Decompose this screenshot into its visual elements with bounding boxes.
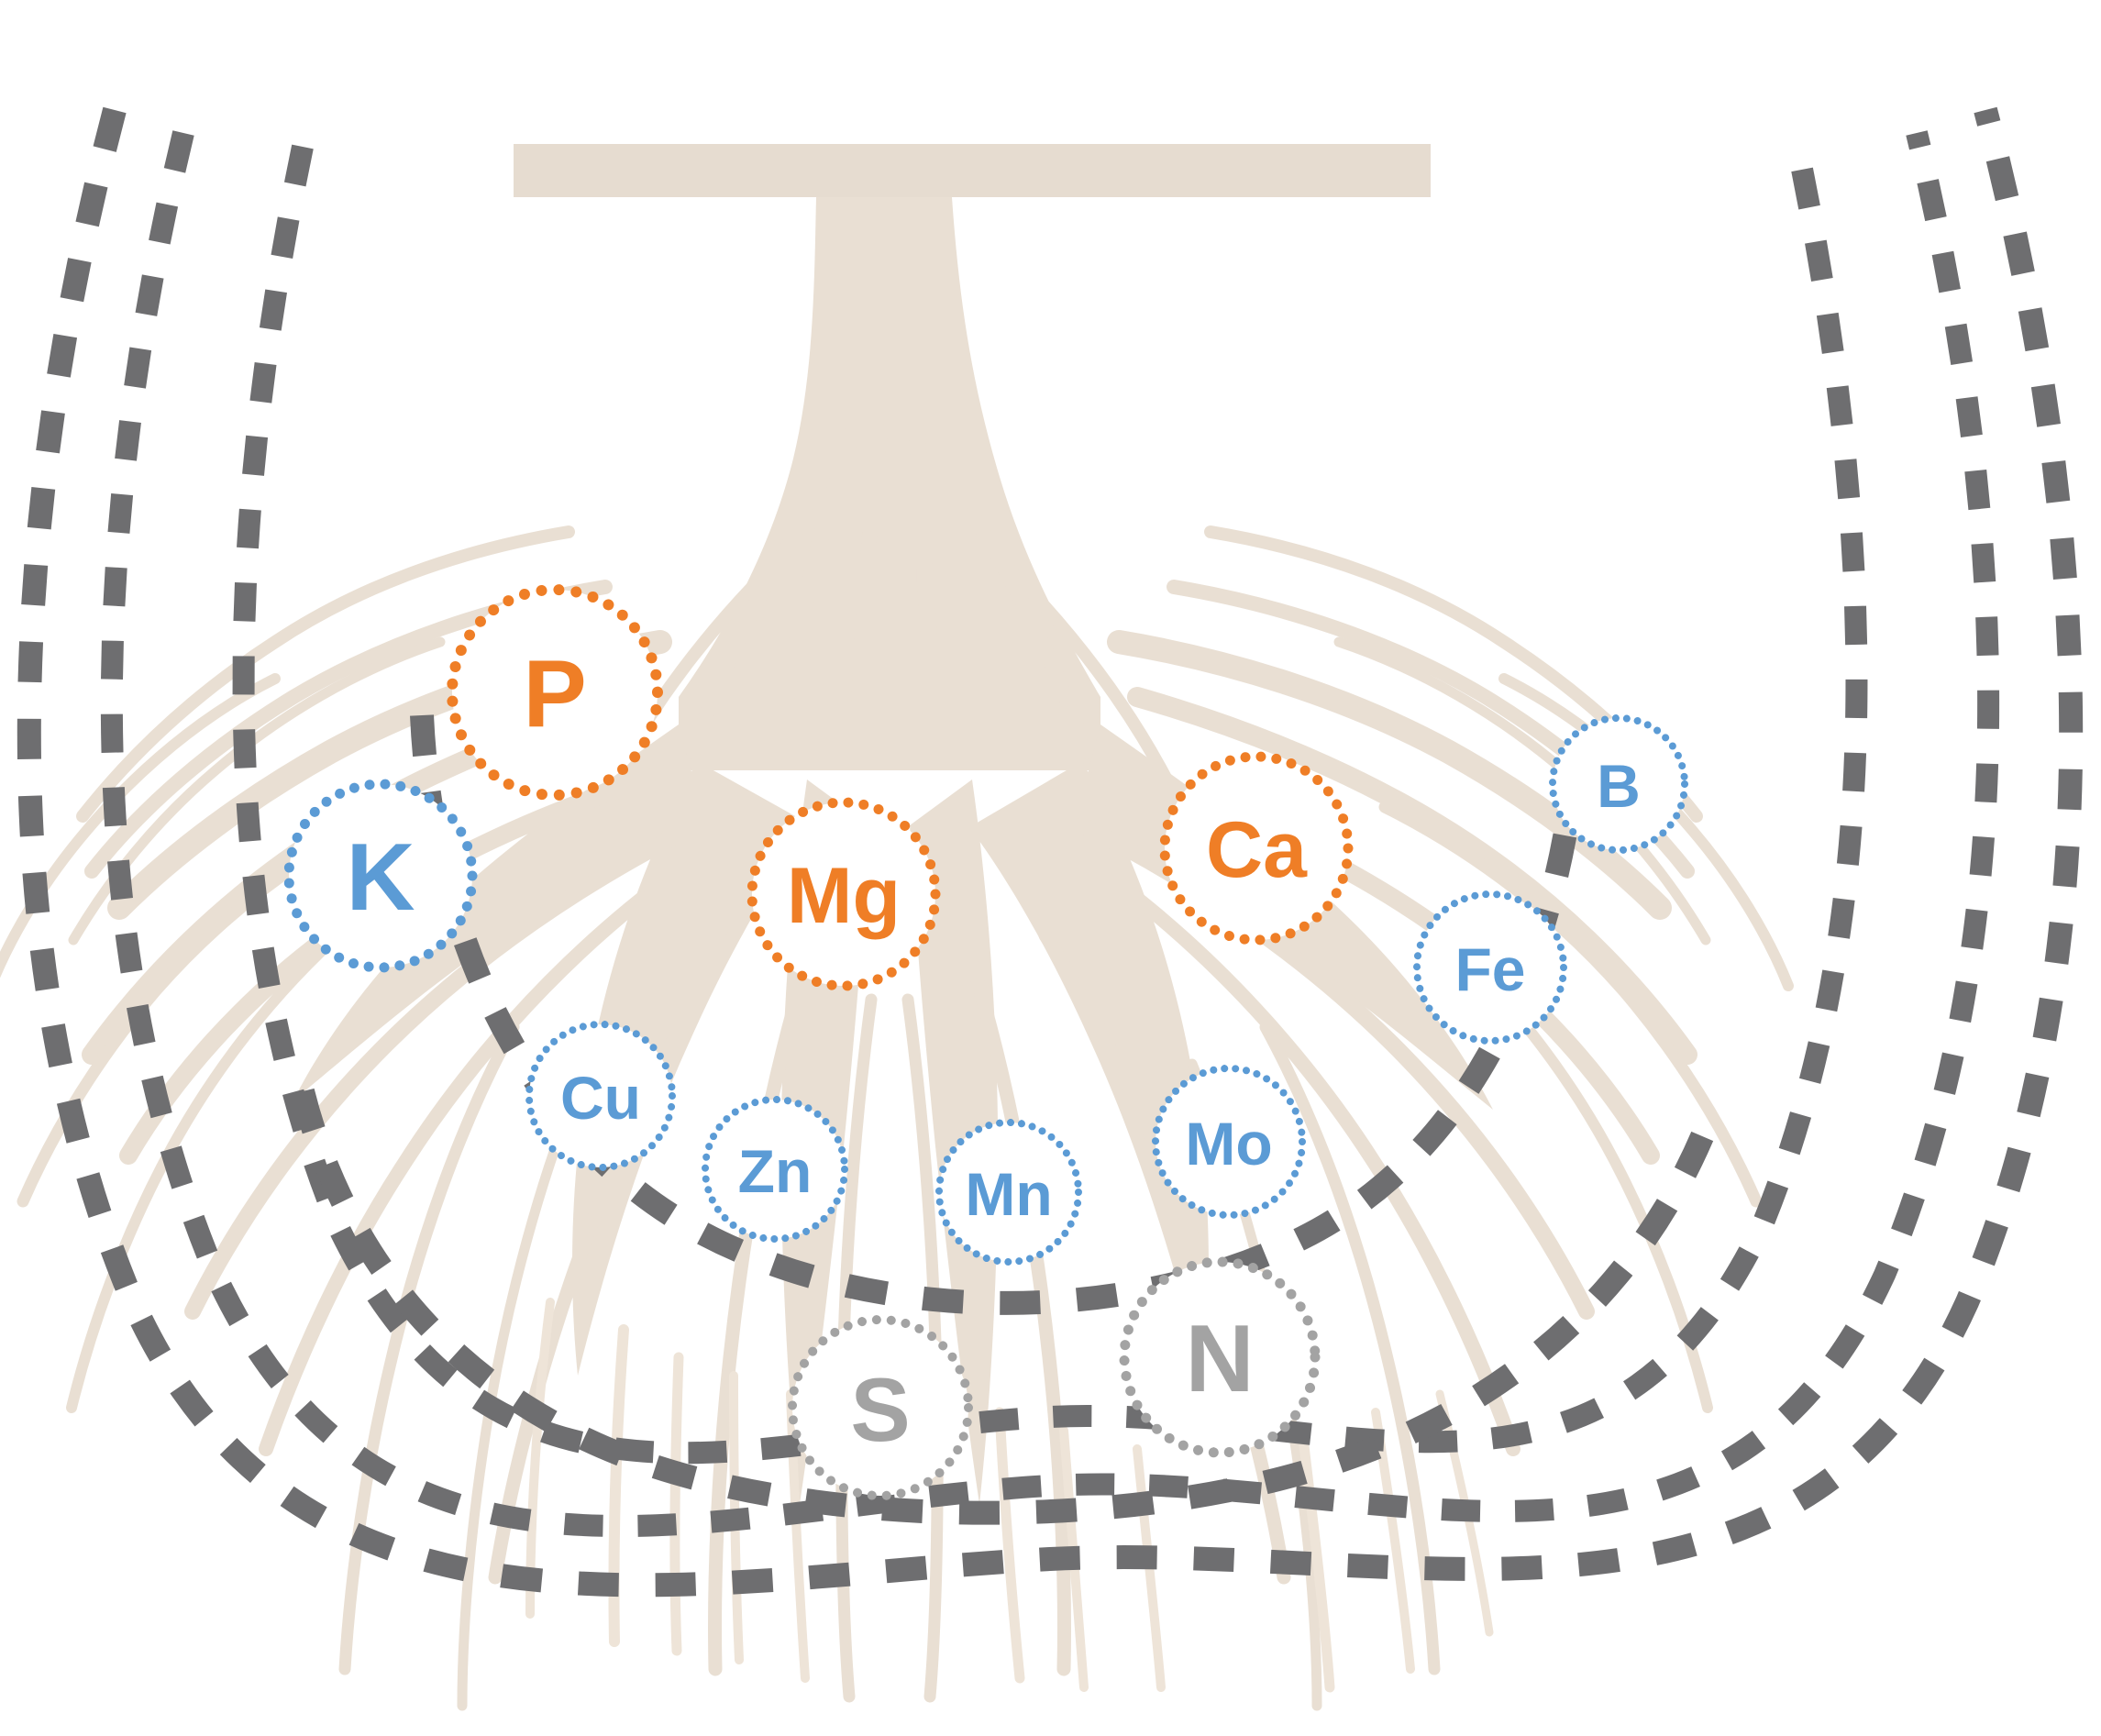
bubble-fill — [705, 1100, 845, 1239]
bubble-dotted-ring — [702, 1096, 848, 1243]
bubble-fill — [1417, 894, 1564, 1041]
nutrient-symbol-Mo: Mo — [1185, 1110, 1272, 1178]
nutrient-symbol-P: P — [523, 641, 586, 747]
nutrient-bubble-calcium[interactable]: Ca — [1159, 751, 1354, 945]
nutrient-symbol-Mg: Mg — [787, 852, 901, 940]
nutrient-bubble-molybdenum[interactable]: Mo — [1152, 1065, 1306, 1219]
nutrient-symbol-Cu: Cu — [560, 1064, 641, 1132]
nutrient-symbol-S: S — [850, 1359, 910, 1460]
bubble-fill — [452, 590, 658, 795]
nutrient-symbol-K: K — [346, 824, 415, 931]
bubble-dotted-ring — [447, 584, 663, 801]
bubble-fill — [1165, 757, 1348, 940]
nutrient-symbol-Ca: Ca — [1206, 806, 1308, 894]
bubble-fill — [939, 1122, 1078, 1262]
nutrient-symbol-Zn: Zn — [738, 1137, 813, 1205]
depth-arc-lower — [291, 1088, 1718, 1525]
bubble-fill — [1553, 718, 1685, 850]
nutrient-bubble-magnesium[interactable]: Mg — [746, 797, 941, 991]
nutrient-symbol-Fe: Fe — [1454, 935, 1525, 1003]
nutrient-bubble-manganese[interactable]: Mn — [935, 1119, 1082, 1266]
nutrient-bubble-boron[interactable]: B — [1549, 714, 1688, 854]
nutrient-bubble-copper[interactable]: Cu — [525, 1021, 676, 1171]
bubble-fill — [792, 1320, 968, 1496]
nutrient-bubble-iron[interactable]: Fe — [1413, 890, 1567, 1045]
bubble-dotted-ring — [1152, 1065, 1306, 1219]
dashed-depth-arcs — [17, 106, 2084, 1598]
bubble-dotted-ring — [935, 1119, 1082, 1266]
tree-trunk — [679, 197, 1100, 770]
nutrient-symbol-N: N — [1185, 1306, 1254, 1412]
depth-arc-inner — [410, 714, 1589, 1315]
soil-surface-bar — [514, 144, 1431, 197]
bubble-dotted-ring — [788, 1315, 973, 1500]
bubble-dotted-ring — [1549, 714, 1688, 854]
bubble-dotted-ring — [1119, 1256, 1321, 1458]
nutrient-bubble-phosphorus[interactable]: P — [447, 584, 663, 801]
nutrient-bubble-potassium[interactable]: K — [283, 779, 478, 973]
bubble-dotted-ring — [1159, 751, 1354, 945]
nutrient-bubble-sulfur[interactable]: S — [788, 1315, 973, 1500]
depth-arc-outer — [17, 106, 2084, 1598]
nutrient-bubble-zinc[interactable]: Zn — [702, 1096, 848, 1243]
nutrient-symbol-Mn: Mn — [965, 1160, 1052, 1228]
bubble-fill — [1124, 1262, 1315, 1453]
bubble-fill — [752, 802, 935, 986]
bubble-fill — [529, 1024, 672, 1167]
bubble-dotted-ring — [283, 779, 478, 973]
bubble-dotted-ring — [1413, 890, 1567, 1045]
bubble-dotted-ring — [525, 1021, 676, 1171]
bubble-fill — [1156, 1068, 1302, 1215]
upper-root-spread — [606, 423, 1173, 786]
bubble-dotted-ring — [746, 797, 941, 991]
nutrient-symbol-B: B — [1597, 752, 1641, 820]
bubble-fill — [289, 784, 472, 968]
nutrient-bubble-nitrogen[interactable]: N — [1119, 1256, 1321, 1458]
